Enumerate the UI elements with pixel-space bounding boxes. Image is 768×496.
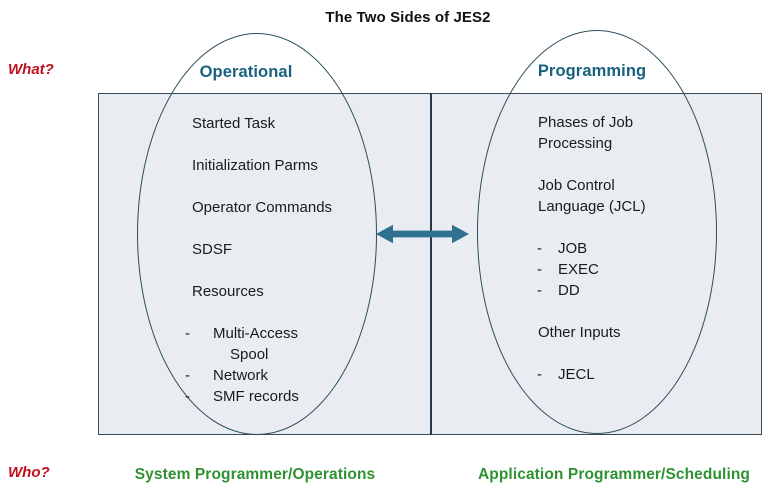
list-item: Operator Commands: [192, 199, 333, 216]
bullet-item: -JECL: [537, 364, 722, 385]
list-item: Job Control Language (JCL): [538, 177, 646, 215]
list-item: Started Task: [192, 115, 276, 132]
bullet-item-label: Network: [213, 367, 269, 384]
bullet-item: -EXEC: [537, 259, 722, 280]
what-label: What?: [8, 61, 54, 78]
bullet-item: - Network: [185, 365, 380, 386]
bullet-dash: -: [185, 388, 190, 405]
bullet-item-label: EXEC: [558, 261, 599, 278]
list-item: Initialization Parms: [192, 157, 318, 174]
application-programmer-label: Application Programmer/Scheduling: [477, 466, 750, 483]
bullet-dash: -: [537, 240, 542, 257]
operational-heading: Operational: [199, 63, 293, 81]
diagram-title: The Two Sides of JES2: [325, 9, 491, 26]
bullet-item-label: SMF records: [213, 388, 299, 405]
bullet-dash: -: [537, 282, 542, 299]
bullet-dash: -: [185, 367, 190, 384]
programming-ellipse: [477, 30, 717, 434]
bullet-dash: -: [185, 325, 190, 342]
list-item: Resources: [192, 283, 264, 300]
list-item: Phases of Job Processing: [538, 114, 634, 152]
bullet-item-label: JECL: [558, 366, 595, 383]
bullet-item: -DD: [537, 280, 722, 301]
who-label: Who?: [8, 464, 50, 481]
bullet-dash: -: [537, 366, 542, 383]
bullet-item: - SMF records: [185, 386, 380, 407]
system-programmer-label: System Programmer/Operations: [134, 466, 376, 483]
programming-heading: Programming: [537, 62, 647, 80]
bullet-dash: -: [537, 261, 542, 278]
list-item: Other Inputs: [538, 324, 621, 341]
bullet-item-label: Multi-Access: [213, 325, 299, 342]
bullet-item-label: JOB: [558, 240, 588, 257]
list-item: SDSF: [192, 241, 233, 258]
panel-divider: [430, 93, 432, 435]
bullet-continuation: Spool: [230, 346, 269, 363]
bullet-item: -JOB: [537, 238, 722, 259]
double-arrow-icon: [376, 224, 469, 244]
bullet-item: - Multi-Access: [185, 323, 380, 344]
bullet-item-label: DD: [558, 282, 580, 299]
